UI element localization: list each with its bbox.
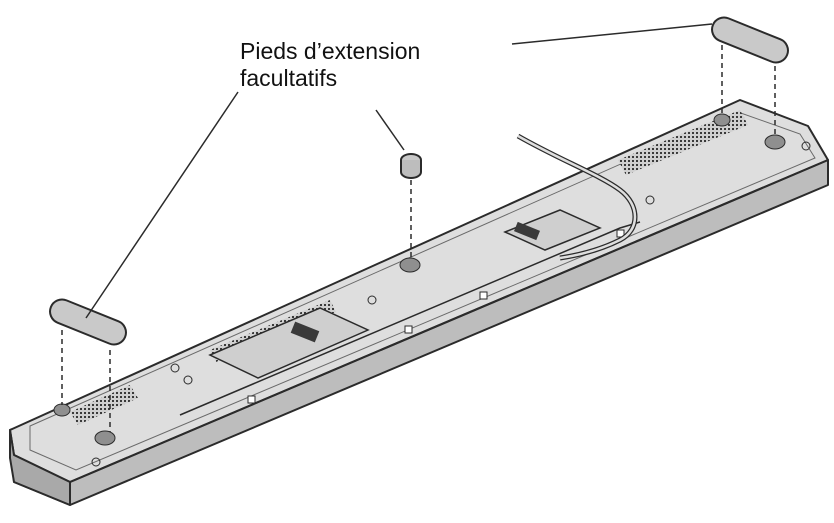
callout-label: Pieds d’extension facultatifs	[240, 38, 420, 92]
callout-line-1: Pieds d’extension	[240, 38, 421, 64]
center-foot-recess	[399, 257, 421, 273]
center-extension-foot	[400, 153, 422, 258]
soundbar-body	[9, 99, 829, 506]
right-foot-recess	[764, 134, 786, 150]
leader-line-left	[85, 91, 239, 319]
screw-hole	[645, 195, 655, 205]
soundbar-edge	[69, 159, 829, 483]
center-foot-side	[400, 160, 422, 179]
left-grille	[70, 385, 138, 425]
leader-line-right	[511, 23, 713, 45]
soundbar-end-face	[9, 429, 71, 506]
screw-hole	[91, 457, 101, 467]
right-foot-recess-rear	[713, 113, 731, 127]
led-mark-2	[404, 325, 413, 334]
left-extension-foot	[49, 298, 127, 432]
led-mark-1	[247, 395, 256, 404]
right-extension-foot	[711, 16, 789, 136]
left-foot-recess	[94, 430, 116, 446]
screw-hole	[801, 141, 811, 151]
callout-line-2: facultatifs	[240, 65, 338, 91]
led-mark-3	[479, 291, 488, 300]
left-foot-bar	[49, 298, 127, 346]
right-connector-plug	[514, 221, 540, 241]
left-foot-recess-front	[53, 403, 71, 417]
right-connector-panel	[503, 209, 602, 251]
power-cable-core	[517, 134, 637, 260]
left-connector-panel	[208, 307, 370, 379]
right-grille	[618, 110, 748, 175]
left-connector-plug	[290, 321, 320, 343]
screw-hole	[170, 363, 180, 373]
right-foot-bar	[711, 16, 789, 64]
screw-hole	[367, 295, 377, 305]
leader-line-center	[375, 109, 405, 151]
screw-hole	[183, 375, 193, 385]
